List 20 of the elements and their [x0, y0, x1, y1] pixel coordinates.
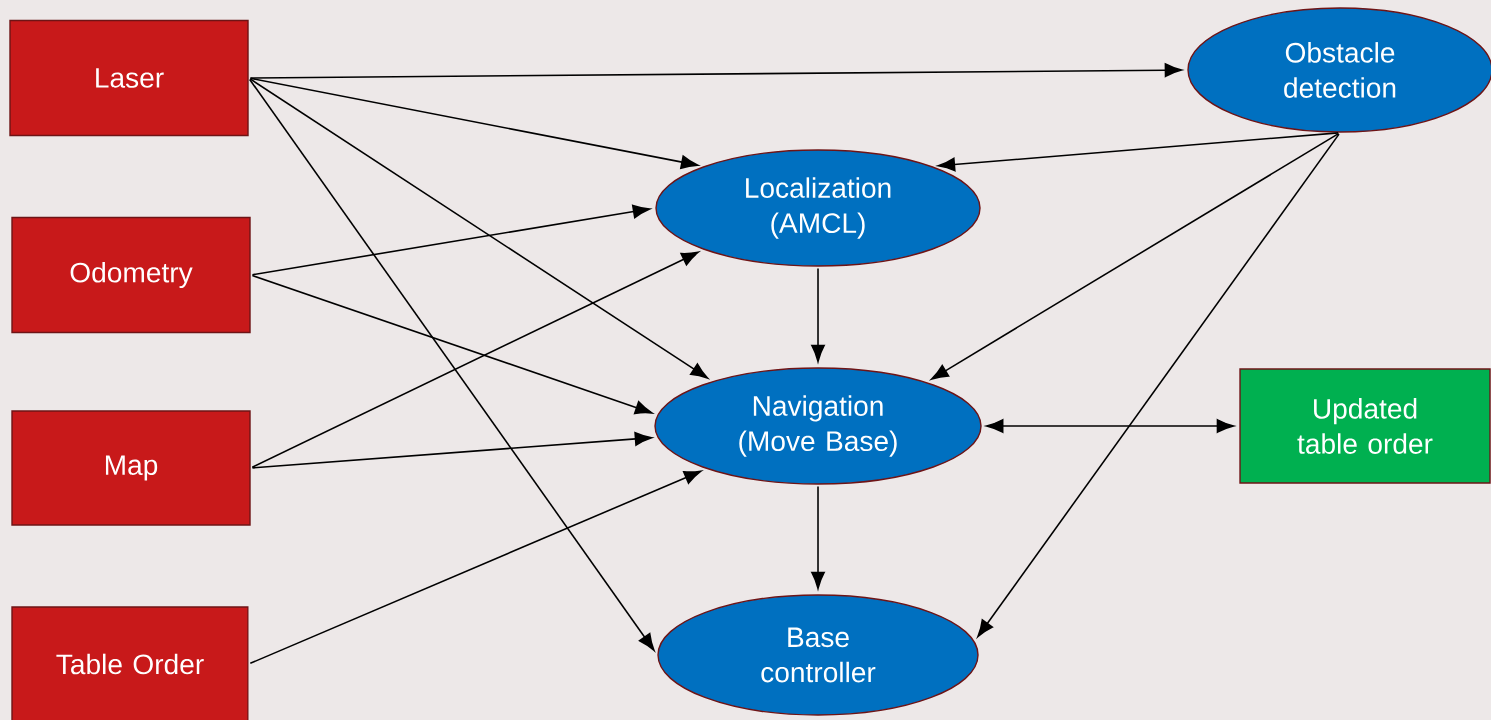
arrow [977, 133, 1340, 638]
arrow [251, 274, 653, 415]
arrow [985, 419, 1235, 433]
arrow [249, 77, 699, 169]
arrow [937, 132, 1340, 172]
arrow [811, 267, 825, 363]
arrow [248, 78, 655, 651]
output-box: Updated table order [1239, 368, 1491, 484]
arrow [249, 470, 702, 665]
input-box: Laser [9, 19, 249, 137]
arrow [811, 485, 825, 590]
arrow [930, 132, 1340, 380]
arrow [251, 431, 653, 469]
arrow [249, 78, 709, 379]
arrow [251, 251, 699, 469]
arrow [251, 204, 651, 276]
input-box: Map [11, 410, 251, 526]
arrow [249, 63, 1183, 79]
input-box: Table Order [11, 606, 249, 720]
input-box: Odometry [11, 216, 251, 334]
